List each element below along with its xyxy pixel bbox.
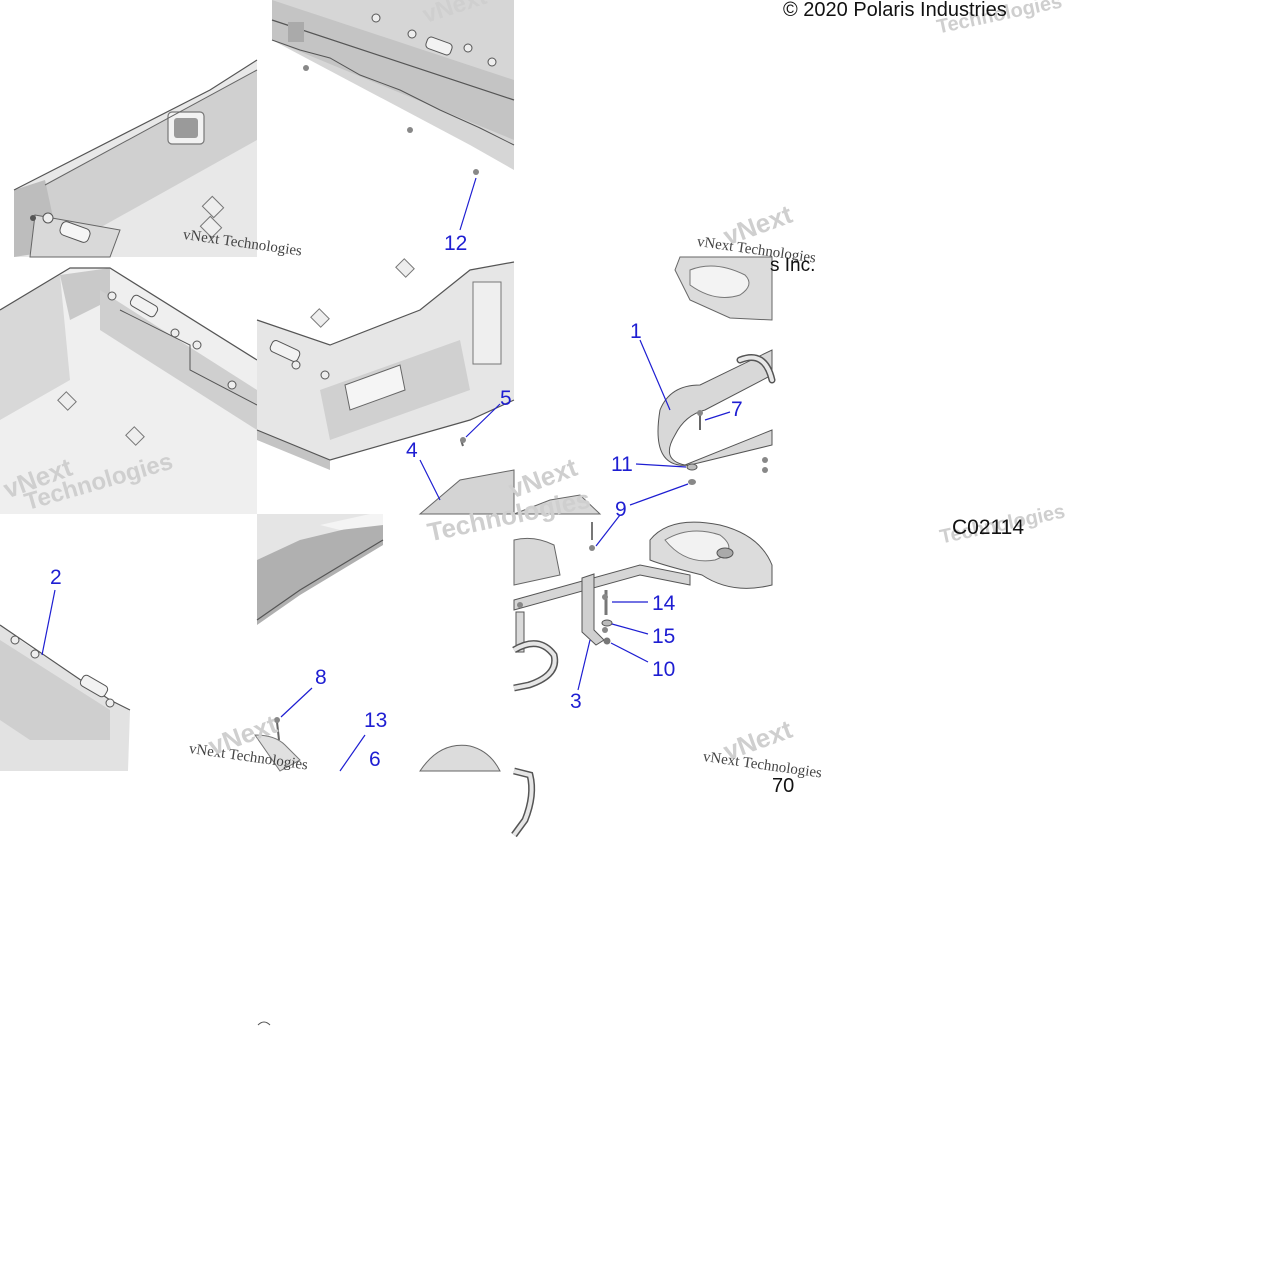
callout-13: 13 (364, 709, 388, 732)
callout-12: 12 (444, 232, 468, 255)
cargo-box-front-corner (0, 267, 258, 514)
callout-14: 14 (652, 592, 676, 615)
copyright-fragment: s Inc. (770, 255, 816, 276)
rack-frame-upper (513, 256, 776, 515)
callout-5: 5 (500, 387, 512, 410)
copyright-notice: © 2020 Polaris Industries (783, 0, 1007, 21)
callout-4: 4 (406, 439, 418, 462)
callout-1: 1 (630, 320, 642, 343)
callout-6: 6 (369, 748, 381, 771)
cargo-box-bottom (0, 589, 131, 771)
callout-9: 9 (615, 498, 627, 521)
cargo-box-rear-rail (199, 0, 515, 239)
callout-10: 10 (652, 658, 676, 681)
callout-11: 11 (611, 453, 633, 476)
callout-15: 15 (652, 625, 676, 648)
cargo-box-side-corner (256, 258, 515, 515)
callout-8: 8 (315, 666, 327, 689)
page-number: 70 (772, 775, 795, 797)
callout-3: 3 (570, 690, 582, 713)
figure-code: C02114 (952, 516, 1025, 539)
cargo-box-underside (254, 514, 501, 772)
cargo-box-side-wall (13, 59, 258, 258)
rack-frame-lower (512, 514, 773, 692)
callout-7: 7 (731, 398, 743, 421)
rack-frame-fragment (257, 767, 536, 1026)
callout-2: 2 (50, 566, 62, 589)
